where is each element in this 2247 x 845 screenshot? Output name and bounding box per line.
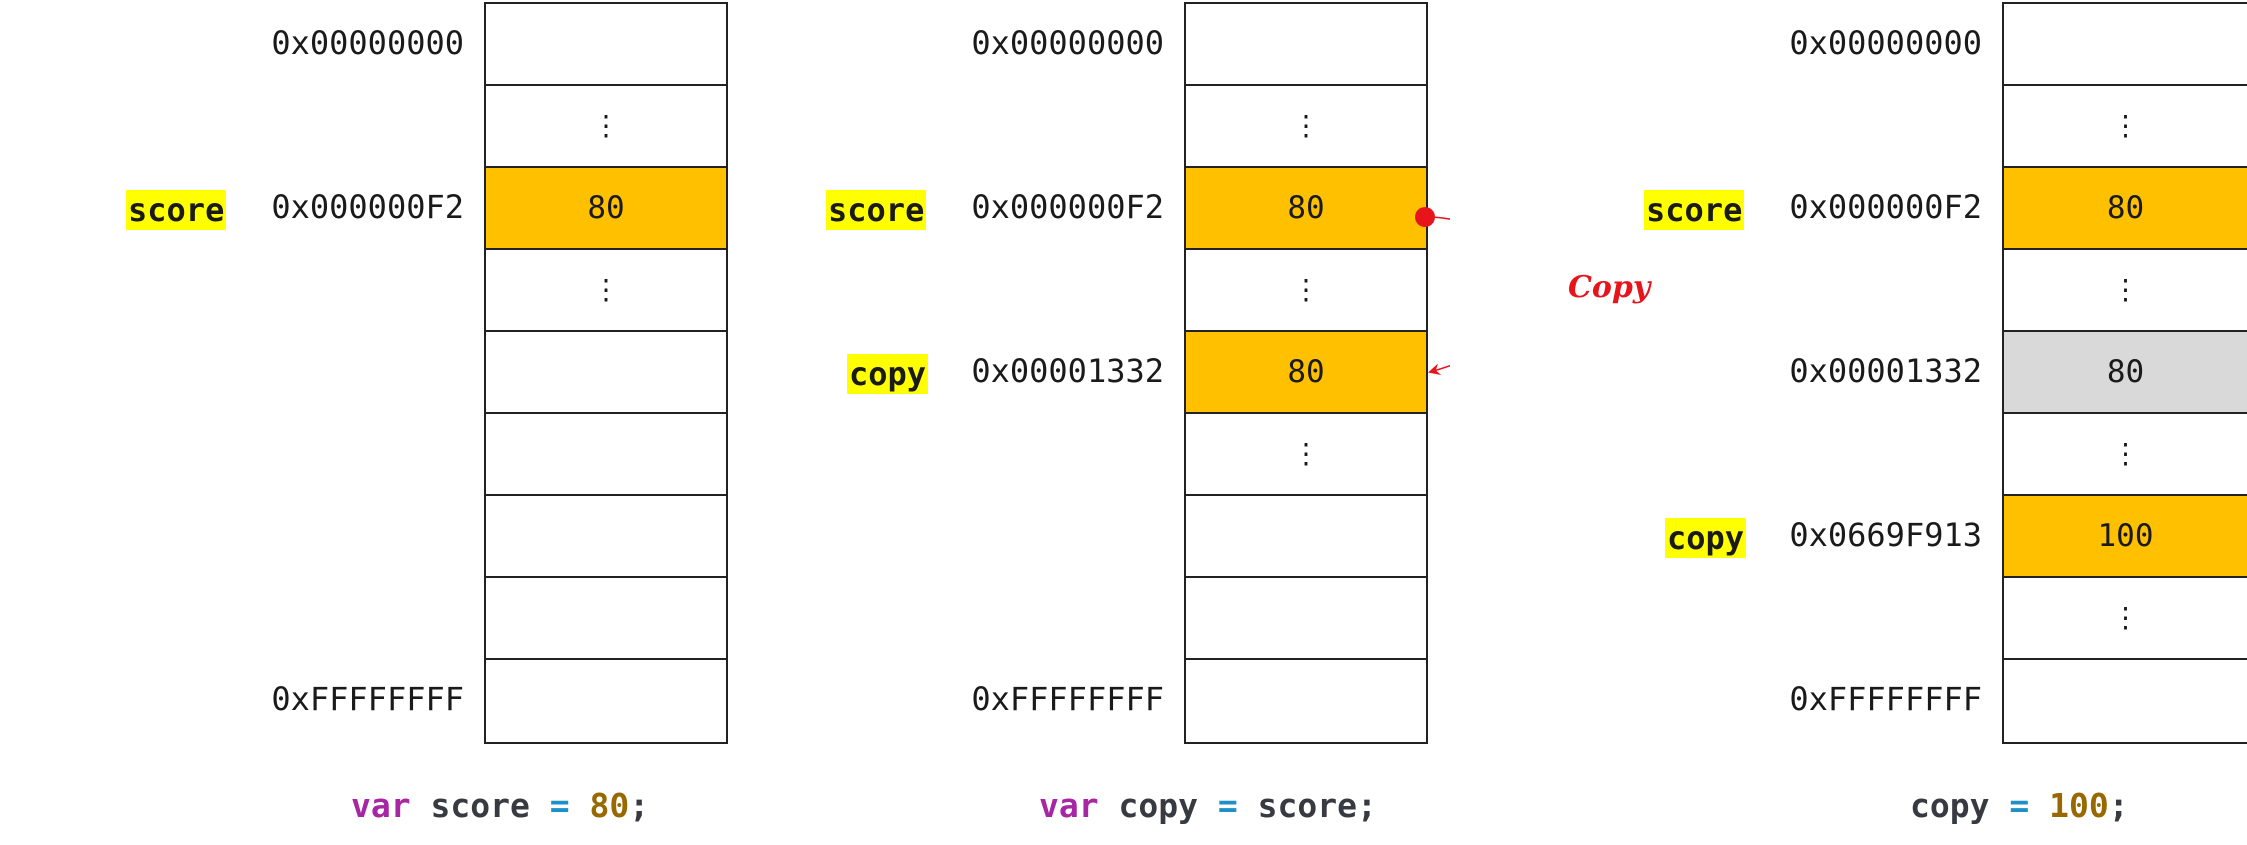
panel-declare-score: score 0x00000000 0x000000F2 0xFFFFFFFF ⋮… [0, 0, 750, 845]
code-keyword: var [1039, 786, 1099, 825]
code-identifier: copy [1118, 786, 1198, 825]
memory-cell-score: 80 [486, 168, 726, 250]
code-value: 100 [2049, 786, 2109, 825]
code-value: score [1257, 786, 1357, 825]
address-score: 0x000000F2 [971, 188, 1164, 226]
address-bottom: 0xFFFFFFFF [271, 680, 464, 718]
memory-cell [486, 4, 726, 86]
code-line: var score = 80; [351, 786, 649, 825]
code-semicolon: ; [2108, 786, 2129, 825]
memory-column: ⋮ 80 ⋮ [484, 2, 728, 744]
memory-ellipsis: ⋮ [2004, 414, 2247, 496]
memory-ellipsis: ⋮ [1186, 250, 1426, 332]
address-top: 0x00000000 [1789, 24, 1982, 62]
code-identifier: copy [1910, 786, 1990, 825]
code-value: 80 [589, 786, 630, 825]
memory-column: ⋮ 80 ⋮ 80 ⋮ [1184, 2, 1428, 744]
memory-ellipsis: ⋮ [486, 250, 726, 332]
memory-cell-score: 80 [1186, 168, 1426, 250]
copy-arrow-label: Copy [1568, 270, 1651, 305]
address-bottom: 0xFFFFFFFF [971, 680, 1164, 718]
memory-ellipsis: ⋮ [1186, 86, 1426, 168]
panel-reassign-copy: score copy 0x00000000 0x000000F2 0x00001… [1518, 0, 2247, 845]
memory-cell [2004, 660, 2247, 742]
code-operator: = [1217, 786, 1238, 825]
address-score: 0x000000F2 [271, 188, 464, 226]
memory-ellipsis: ⋮ [2004, 578, 2247, 660]
address-top: 0x00000000 [971, 24, 1164, 62]
code-operator: = [549, 786, 570, 825]
code-identifier: score [430, 786, 530, 825]
memory-cell [1186, 660, 1426, 742]
address-copy: 0x0669F913 [1789, 516, 1982, 554]
code-semicolon: ; [629, 786, 650, 825]
memory-ellipsis: ⋮ [1186, 414, 1426, 496]
code-line: var copy = score; [1039, 786, 1377, 825]
memory-ellipsis: ⋮ [2004, 86, 2247, 168]
address-old: 0x00001332 [1789, 352, 1982, 390]
panel-copy-value: score copy 0x00000000 0x000000F2 0x00001… [700, 0, 1650, 845]
variable-label-score: score [1644, 190, 1745, 230]
address-column: 0x00000000 0x000000F2 0x00001332 0x0669F… [1722, 0, 1982, 760]
memory-cell-stale: 80 [2004, 332, 2247, 414]
memory-cell [1186, 578, 1426, 660]
address-column: 0x00000000 0x000000F2 0xFFFFFFFF [204, 0, 464, 760]
variable-label-score: score [126, 190, 227, 230]
memory-cell-copy: 80 [1186, 332, 1426, 414]
variable-label-copy: copy [847, 354, 929, 394]
copy-arrow [1415, 207, 1450, 376]
memory-cell-score: 80 [2004, 168, 2247, 250]
address-top: 0x00000000 [271, 24, 464, 62]
address-column: 0x00000000 0x000000F2 0x00001332 0xFFFFF… [904, 0, 1164, 760]
memory-cell [486, 496, 726, 578]
memory-ellipsis: ⋮ [2004, 250, 2247, 332]
address-bottom: 0xFFFFFFFF [1789, 680, 1982, 718]
code-line: copy = 100; [1910, 786, 2129, 825]
memory-cell [2004, 4, 2247, 86]
arrow-path [1428, 216, 1450, 376]
arrow-origin-dot [1415, 207, 1435, 227]
memory-cell-copy: 100 [2004, 496, 2247, 578]
code-keyword: var [351, 786, 411, 825]
memory-ellipsis: ⋮ [486, 86, 726, 168]
code-operator: = [2009, 786, 2030, 825]
code-semicolon: ; [1356, 786, 1377, 825]
memory-cell [486, 578, 726, 660]
variable-label-copy: copy [1665, 518, 1747, 558]
variable-label-score: score [826, 190, 927, 230]
memory-cell [1186, 4, 1426, 86]
memory-cell [486, 332, 726, 414]
memory-column: ⋮ 80 ⋮ 80 ⋮ 100 ⋮ [2002, 2, 2247, 744]
address-copy: 0x00001332 [971, 352, 1164, 390]
address-score: 0x000000F2 [1789, 188, 1982, 226]
memory-cell [486, 660, 726, 742]
memory-cell [486, 414, 726, 496]
memory-cell [1186, 496, 1426, 578]
